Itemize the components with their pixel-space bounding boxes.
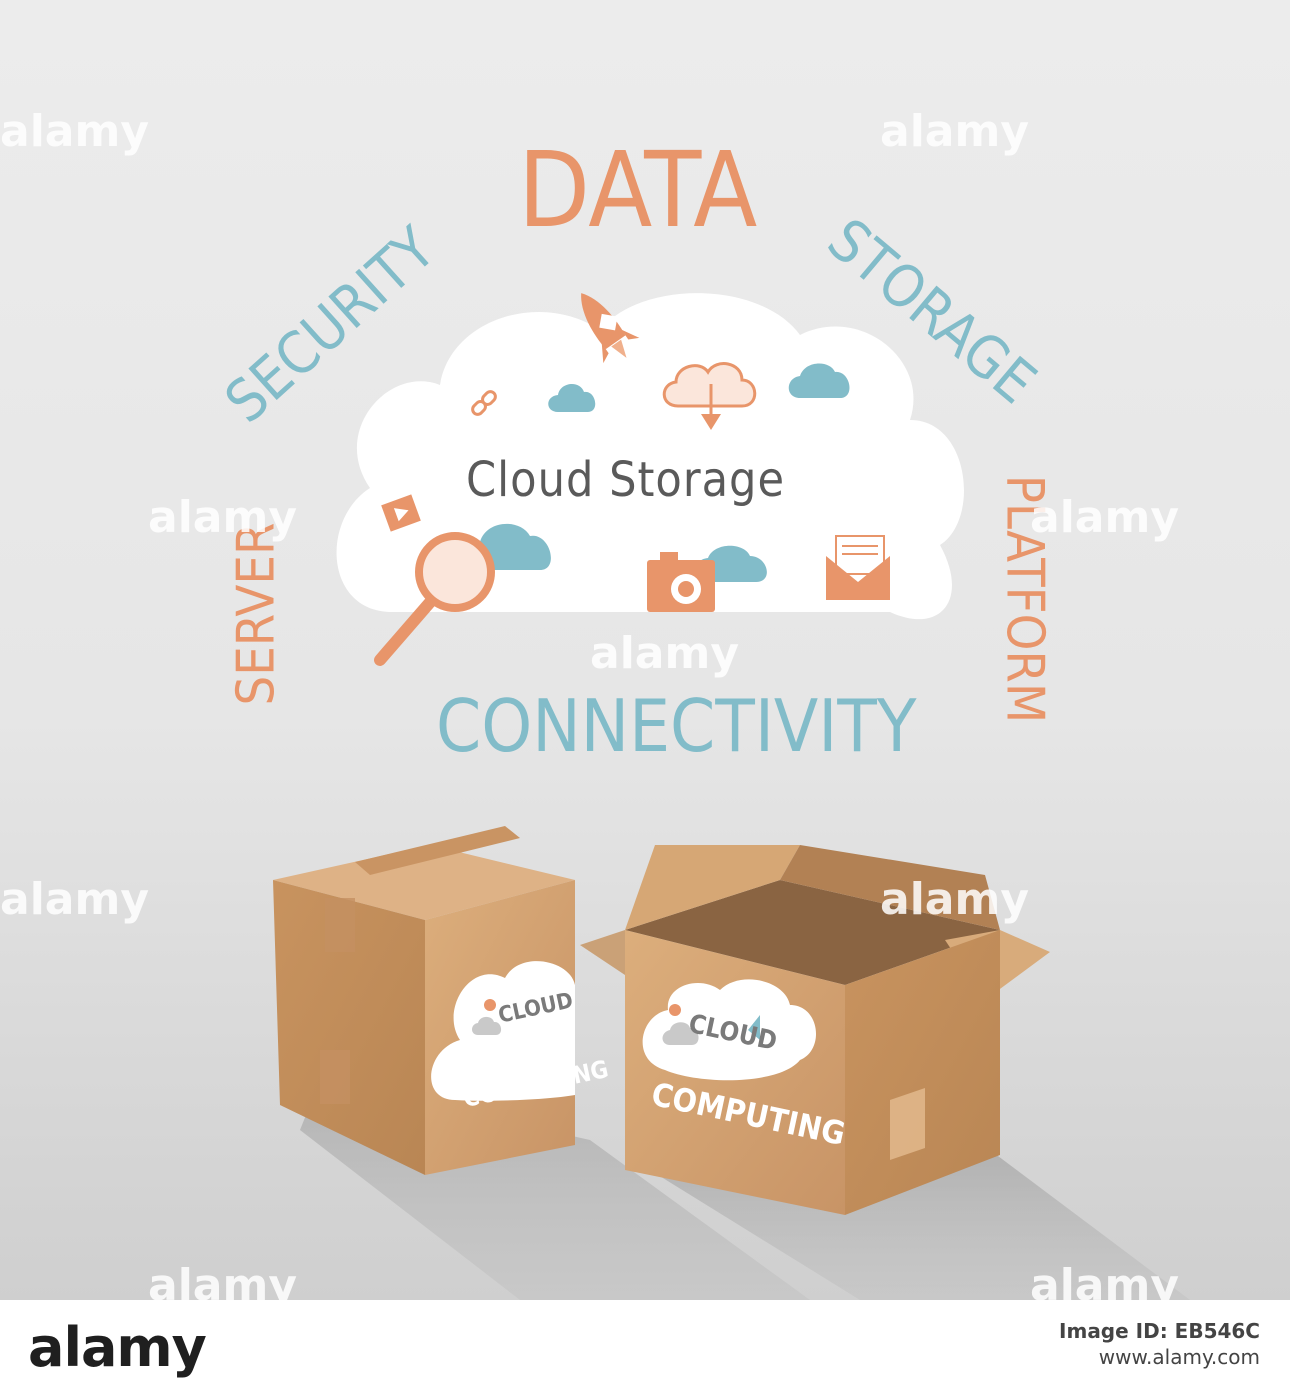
illustration-art — [273, 293, 1190, 1300]
mail-icon — [826, 535, 890, 600]
stock-info: Image ID: EB546C www.alamy.com — [1059, 1318, 1260, 1370]
cloud-title: Cloud Storage — [466, 452, 786, 508]
watermark: alamy — [148, 1260, 297, 1300]
right-box-sticker — [642, 979, 817, 1081]
word-server: SERVER — [226, 522, 287, 706]
illustration: Cloud Storage DATA SECURITY STORAGE SERV… — [0, 0, 1290, 1300]
cloud-download-icon — [662, 362, 757, 430]
watermark: alamy — [880, 106, 1029, 157]
word-connectivity: CONNECTIVITY — [436, 684, 917, 768]
site-url: www.alamy.com — [1098, 1345, 1260, 1369]
image-id: Image ID: EB546C — [1059, 1319, 1260, 1343]
rocket-icon — [581, 293, 640, 364]
link-icon — [471, 390, 497, 416]
left-box-sticker — [431, 961, 575, 1101]
watermark: alamy — [1030, 1260, 1179, 1300]
watermark: alamy — [590, 628, 739, 679]
play-icon — [381, 494, 421, 532]
word-data: DATA — [518, 129, 758, 251]
watermark: alamy — [0, 874, 149, 925]
watermark: alamy — [148, 492, 297, 543]
watermark: alamy — [0, 106, 149, 157]
watermark: alamy — [880, 874, 1029, 925]
magnifier-icon — [374, 532, 495, 666]
alamy-logo: alamy — [28, 1316, 207, 1379]
camera-icon — [647, 552, 715, 612]
watermark: alamy — [1030, 492, 1179, 543]
footer-bar: alamy Image ID: EB546C www.alamy.com — [0, 1300, 1290, 1390]
